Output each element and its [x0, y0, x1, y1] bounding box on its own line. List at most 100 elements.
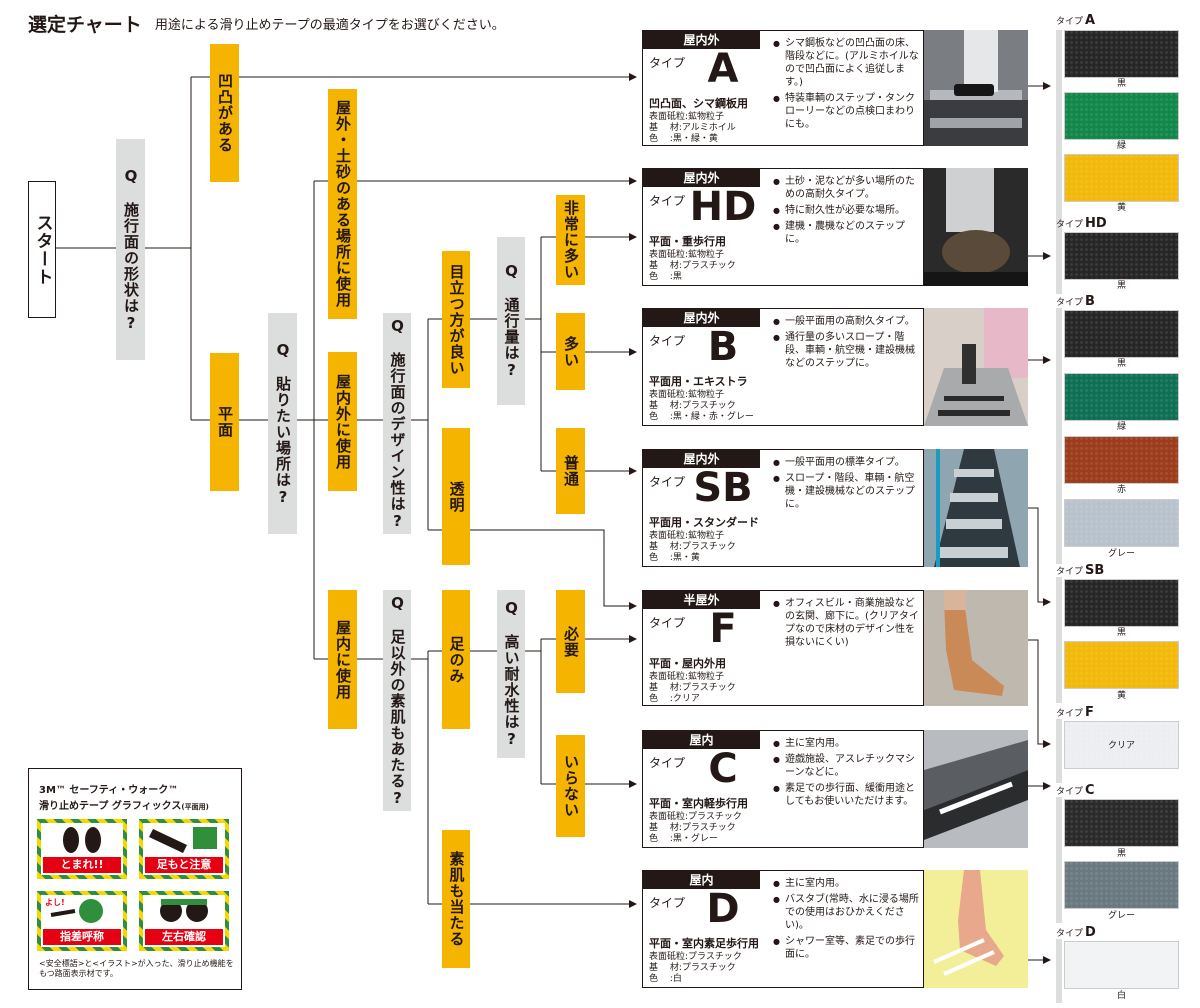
q-marker: Q [502, 262, 521, 281]
card-subtitle: 平面用・スタンダード [649, 516, 759, 529]
swatch-b-red-name: 赤 [1116, 485, 1126, 495]
sign-watch-step: 足もと注意 [139, 819, 229, 879]
card-usage-band: 半屋外 [643, 591, 760, 609]
swatch-bar-sb [1056, 577, 1062, 703]
spec-color: 色 :黒・グレー [649, 834, 718, 844]
product-card-sb: 屋内外 タイプ SB 平面用・スタンダード 表面砥粒:鉱物粒子 基 材:プラスチ… [642, 449, 924, 567]
swatch-b-grey-name: グレー [1107, 549, 1135, 559]
option-needed-label: 必要 [562, 625, 580, 658]
spec-base: 基 材:アルミホイル [649, 123, 736, 133]
card-type-label: タイプ [649, 194, 686, 208]
swatch-d-white [1064, 941, 1179, 989]
spec-color: 色 :クリア [649, 694, 700, 704]
option-flat: 平面 [210, 353, 239, 491]
option-not-needed: いらない [556, 735, 585, 837]
option-bare-skin: 素肌も当たる [442, 830, 470, 968]
swatch-f-clear-name: クリア [1107, 741, 1135, 751]
photo-escalator-steps [924, 449, 1028, 567]
spec-grain: 表面砥粒:鉱物粒子 [649, 672, 725, 682]
question-place-text: 貼りたい場所は? [274, 375, 292, 507]
product-card-a: 屋内外 タイプ A 凹凸面、シマ鋼板用 表面砥粒:鉱物粒子 基 材:アルミホイル… [642, 30, 924, 146]
swatch-f-clear [1064, 721, 1179, 769]
spec-grain: 表面砥粒:鉱物粒子 [649, 390, 725, 400]
option-normal-label: 普通 [562, 455, 580, 487]
product-card-c: 屋内 タイプ C 平面・室内軽歩行用 表面砥粒:プラスチック 基 材:プラスチッ… [642, 730, 924, 848]
swatch-b-grey [1064, 499, 1179, 547]
spec-base: 基 材:プラスチック [649, 683, 736, 693]
type-prefix: タイプ [1056, 567, 1084, 577]
card-bullet: 一般平面用の高耐久タイプ。 [773, 315, 919, 328]
spec-color: 色 :白 [649, 974, 682, 984]
card-bullet: 土砂・泥などが多い場所のための高耐久タイプ。 [773, 175, 919, 201]
card-bullet: オフィスビル・商業施設などの玄関、廊下に。(クリアタイプなので床材のデザイン性を… [773, 597, 919, 649]
card-type-label: タイプ [649, 334, 686, 348]
line-card-f-swatch [1028, 639, 1051, 748]
legend-title: 3M™ セーフティ・ウォーク™ [39, 785, 179, 796]
swatch-type-code: HD [1085, 216, 1107, 231]
photo-truck-step [924, 30, 1028, 146]
swatch-b-green [1064, 373, 1179, 421]
line-card-sb-swatch [1028, 507, 1051, 606]
option-needed: 必要 [556, 590, 585, 693]
tripping-shoe-icon [149, 827, 217, 853]
card-bullets: オフィスビル・商業施設などの玄関、廊下に。(クリアタイプなので床材のデザイン性を… [773, 597, 919, 652]
option-outdoor-soil: 屋外・土砂のある場所に使用 [328, 89, 357, 319]
swatch-a-green [1064, 92, 1179, 140]
question-skin-text: 足以外の素肌もあたる? [388, 628, 407, 808]
swatch-c-grey-name: グレー [1107, 911, 1135, 921]
card-bullet: シマ鋼板などの凹凸面の床、階段などに。(アルミホイルなので凹凸面によく追従します… [773, 37, 919, 89]
card-type-letter: F [709, 606, 737, 652]
card-specs: 表面砥粒:鉱物粒子 基 材:プラスチック 色 :黒・黄 [649, 531, 736, 564]
card-subtitle: 平面・室内軽歩行用 [649, 797, 748, 810]
legend-note: <安全標語>と<イラスト>が入った、滑り止め機能をもつ路面表示材です。 [39, 959, 234, 978]
question-water: Q 高い耐水性は? [497, 590, 525, 758]
card-subtitle: 凹凸面、シマ鋼板用 [649, 97, 748, 110]
card-bullet: 建機・農機などのステップに。 [773, 220, 919, 246]
card-type-letter: C [708, 746, 738, 792]
chart-header: 選定チャート 用途による滑り止めテープの最適タイプをお選びください。 [28, 10, 505, 36]
spec-base: 基 材:プラスチック [649, 823, 736, 833]
type-prefix: タイプ [1056, 929, 1084, 939]
spec-color: 色 :黒・黄 [649, 553, 700, 563]
card-bullet: 特に耐久性が必要な場所。 [773, 204, 919, 217]
card-bullet: 一般平面用の標準タイプ。 [773, 456, 919, 469]
sign-look-both: 左右確認 [139, 891, 229, 951]
question-traffic-text: 通行量は? [502, 297, 521, 380]
option-transparent-label: 透明 [447, 480, 466, 513]
swatch-bar-a [1056, 30, 1062, 230]
swatch-a-green-name: 緑 [1116, 141, 1126, 151]
type-prefix: タイプ [1056, 709, 1084, 719]
option-in-out-label: 屋内外に使用 [334, 373, 352, 470]
card-type-letter: D [706, 886, 740, 932]
start-box: スタート [28, 181, 56, 318]
photo-car-step [924, 730, 1028, 848]
product-card-f: 半屋外 タイプ F 平面・屋内外用 表面砥粒:鉱物粒子 基 材:プラスチック 色… [642, 590, 924, 706]
swatch-hd-black [1064, 232, 1179, 280]
spec-grain: 表面砥粒:プラスチック [649, 952, 742, 962]
product-card-b: 屋内外 タイプ B 平面用・エキストラ 表面砥粒:鉱物粒子 基 材:プラスチック… [642, 308, 924, 426]
spec-base: 基 材:プラスチック [649, 261, 736, 271]
page-subtitle: 用途による滑り止めテープの最適タイプをお選びください。 [154, 18, 505, 33]
q-marker: Q [502, 599, 521, 618]
option-very-many-label: 非常に多い [562, 200, 580, 280]
card-bullet: 素足での歩行面、緩衝用途としてもお使いいただけます。 [773, 782, 919, 808]
q-marker: Q [122, 166, 140, 186]
card-usage-band: 屋内 [643, 731, 760, 749]
type-prefix: タイプ [1056, 787, 1084, 797]
card-usage-band: 屋内外 [643, 169, 760, 187]
swatch-hd-black-name: 黒 [1116, 281, 1126, 291]
q-marker: Q [388, 593, 407, 613]
q-marker: Q [388, 316, 407, 336]
card-bullets: 一般平面用の高耐久タイプ。 通行量の多いスロープ・階段、車輌・航空機・建設機械な… [773, 315, 919, 373]
card-specs: 表面砥粒:鉱物粒子 基 材:プラスチック 色 :黒 [649, 250, 736, 283]
option-indoor: 屋内に使用 [328, 590, 357, 729]
swatch-sb-black [1064, 579, 1179, 627]
sign-point-call-text: 指差呼称 [43, 929, 121, 945]
card-bullets: 主に室内用。 バスタブ(常時、水に浸る場所での使用はおひかえください)。 シャワ… [773, 877, 919, 964]
card-type-label: タイプ [649, 616, 686, 630]
option-many: 多い [556, 313, 585, 390]
swatch-b-red [1064, 436, 1179, 484]
